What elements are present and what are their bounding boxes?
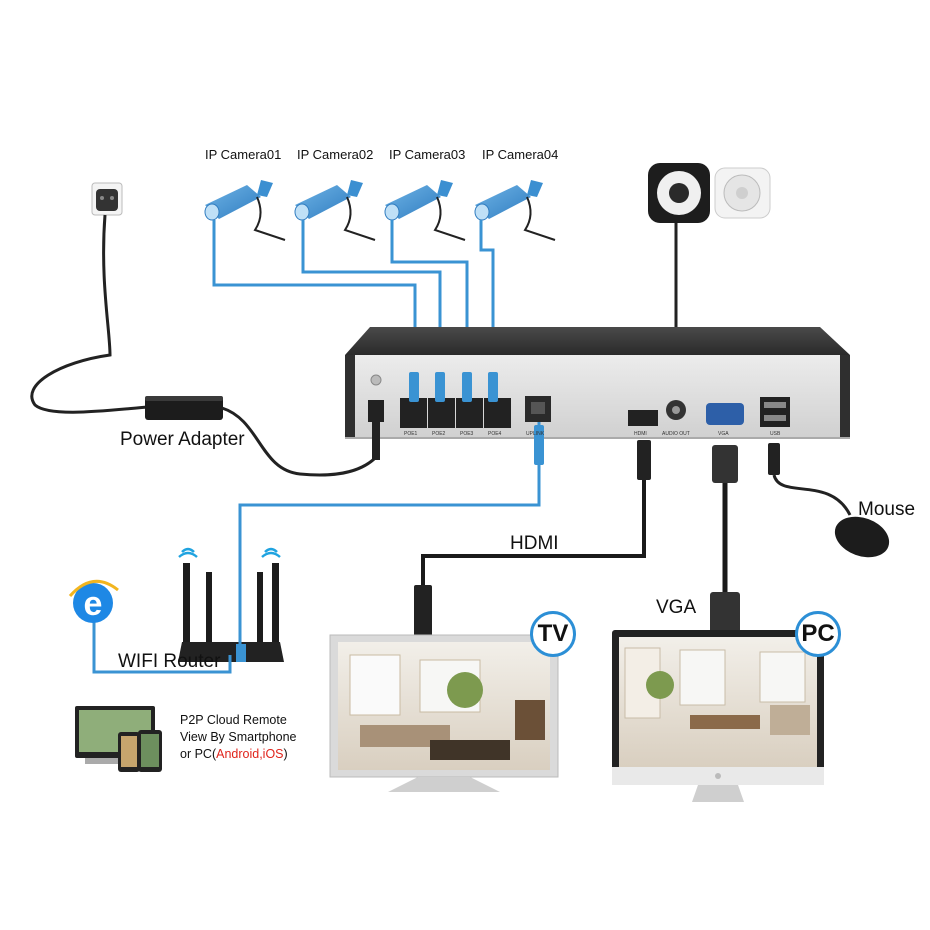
p2p-devices-icon	[75, 706, 162, 772]
p2p-line-3-prefix: or PC(	[180, 747, 217, 761]
hdmi-label: HDMI	[510, 533, 559, 554]
mouse-icon	[834, 516, 890, 558]
vga-plug-bottom-icon	[710, 592, 740, 634]
vga-port-icon	[706, 403, 744, 425]
internet-cable	[92, 622, 232, 674]
power-adapter-label: Power Adapter	[120, 429, 245, 450]
p2p-description: P2P Cloud Remote View By Smartphone or P…	[180, 712, 297, 763]
poe4-plug-icon	[488, 372, 498, 402]
camera-02-label: IP Camera02	[297, 147, 374, 162]
hdmi-cable	[421, 470, 646, 600]
internet-explorer-icon: e	[68, 579, 119, 623]
camera-03-label: IP Camera03	[389, 147, 466, 162]
dc-plug-icon	[372, 420, 380, 460]
pc-badge: PC	[795, 611, 841, 657]
pc-monitor-icon	[612, 630, 824, 802]
p2p-platforms: Android,iOS	[216, 747, 284, 761]
poe1-port-label: POE1	[404, 431, 418, 437]
poe2-port-icon	[428, 398, 455, 428]
hdmi-port-icon	[628, 410, 658, 426]
ip-camera-03-icon	[384, 180, 466, 241]
mouse-cable	[772, 474, 852, 516]
nvr-device	[345, 327, 850, 460]
vga-port-label: VGA	[718, 431, 729, 437]
usb-port-label: USB	[770, 431, 781, 437]
ip-camera-02-icon	[294, 180, 376, 241]
power-cable-dc	[221, 406, 380, 477]
wall-socket	[91, 182, 123, 216]
poe3-port-label: POE3	[460, 431, 474, 437]
vga-plug-top-icon	[712, 445, 738, 483]
p2p-line-3-suffix: )	[283, 747, 288, 761]
poe4-port-label: POE4	[488, 431, 502, 437]
svg-text:e: e	[84, 585, 103, 623]
p2p-line-1: P2P Cloud Remote	[180, 713, 287, 727]
wifi-router-label: WIFI Router	[118, 651, 221, 672]
poe3-port-icon	[456, 398, 483, 428]
poe1-port-icon	[400, 398, 427, 428]
camera-01-label: IP Camera01	[205, 147, 282, 162]
uplink-plug-icon	[534, 425, 544, 465]
poe1-plug-icon	[409, 372, 419, 402]
poe2-port-label: POE2	[432, 431, 446, 437]
camera-04-label: IP Camera04	[482, 147, 559, 162]
tv-badge: TV	[530, 611, 576, 657]
usb-port-icon	[760, 397, 790, 427]
ip-camera-04-icon	[474, 180, 556, 241]
uplink-port-label: UPLINK	[526, 431, 545, 437]
dc-power-port-icon	[368, 400, 384, 422]
tv-icon	[329, 634, 559, 792]
poe4-port-icon	[484, 398, 511, 428]
power-adapter-icon	[145, 396, 223, 420]
mouse-label: Mouse	[858, 499, 916, 520]
uplink-cable	[238, 422, 541, 644]
poe3-plug-icon	[462, 372, 472, 402]
poe2-plug-icon	[435, 372, 445, 402]
wifi-signal-icon	[178, 547, 281, 558]
audio-out-port-label: AUDIO OUT	[662, 431, 690, 437]
vga-label: VGA	[656, 597, 697, 618]
speakers-icon	[648, 163, 771, 223]
ip-camera-01-icon	[204, 180, 286, 241]
hdmi-plug-top-icon	[637, 440, 651, 480]
hdmi-plug-bottom-icon	[414, 585, 432, 637]
power-cable-mains	[30, 214, 149, 414]
usb-plug-icon	[768, 443, 780, 475]
wifi-router-icon	[178, 563, 284, 662]
p2p-line-2: View By Smartphone	[180, 730, 297, 744]
hdmi-port-label: HDMI	[634, 431, 647, 437]
p2p-line-3: or PC(Android,iOS)	[180, 746, 297, 763]
